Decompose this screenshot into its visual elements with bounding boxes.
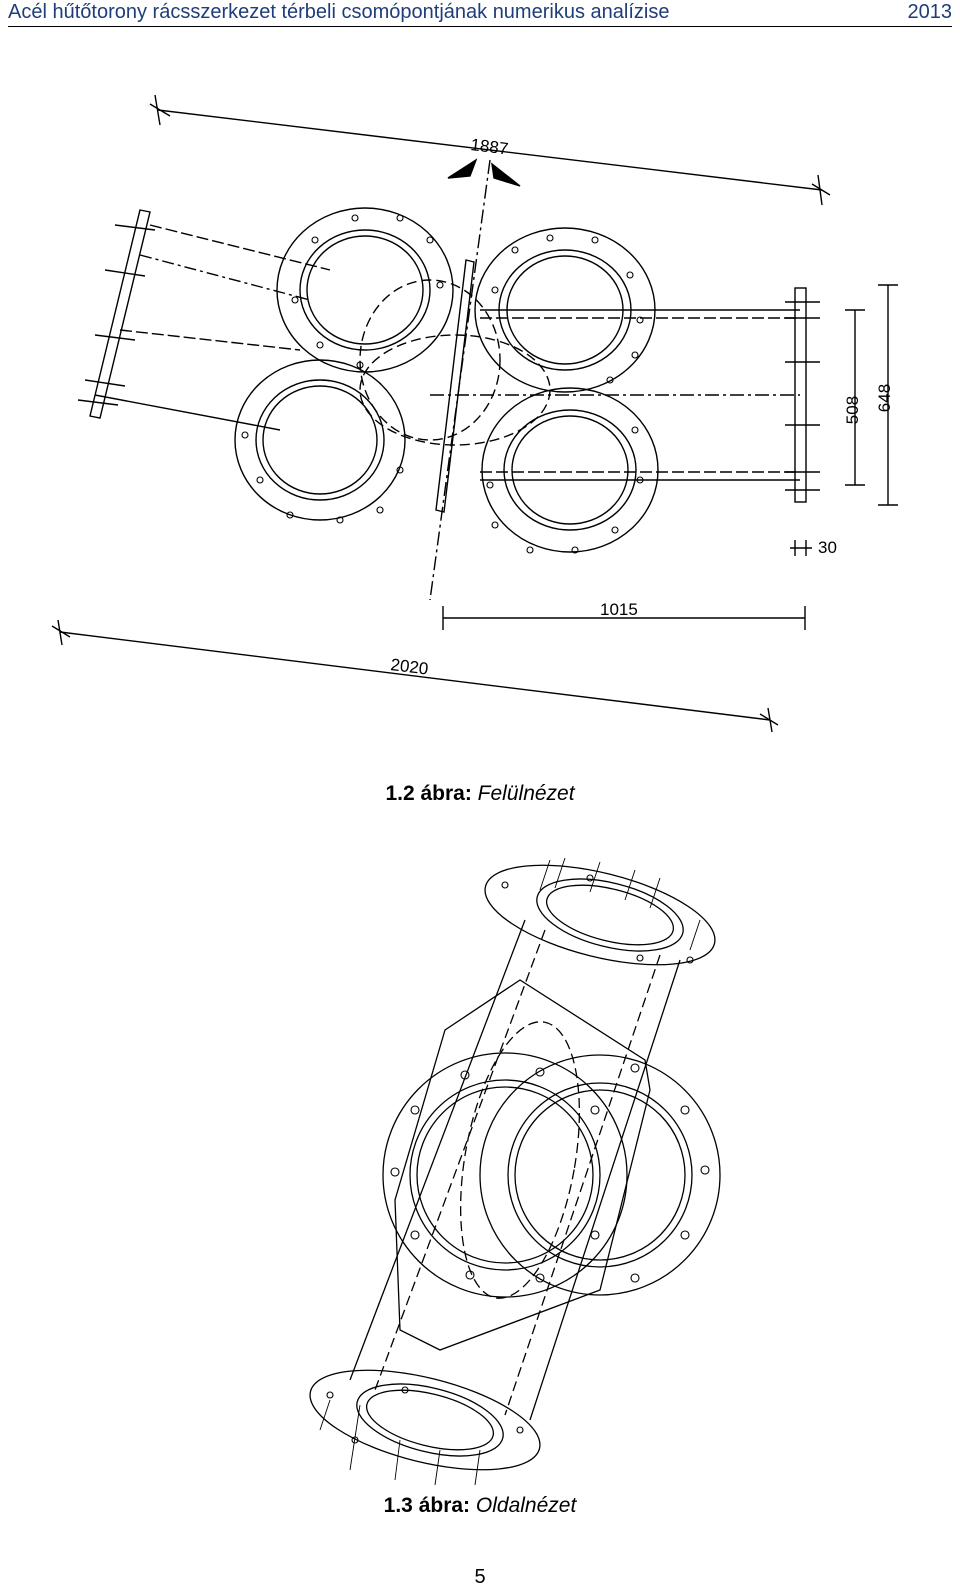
side-hatching bbox=[319, 857, 701, 1486]
dimension-1015: 1015 bbox=[442, 600, 806, 630]
header-year: 2013 bbox=[907, 1, 953, 23]
dim-648-label: 648 bbox=[875, 384, 894, 412]
side-view-drawing bbox=[0, 850, 960, 1490]
flange-bottom-right bbox=[481, 387, 659, 553]
dim-1015-label: 1015 bbox=[600, 600, 638, 619]
section-arrows bbox=[429, 158, 521, 601]
flange-top-left bbox=[276, 207, 454, 373]
flange-bottom-left bbox=[234, 359, 406, 521]
dimension-648: 648 bbox=[875, 284, 898, 506]
dim-1887-label: 1887 bbox=[470, 135, 510, 158]
inner-profile bbox=[459, 1021, 581, 1299]
top-view-drawing: 1887 bbox=[0, 60, 960, 760]
dimension-30: 30 bbox=[790, 538, 837, 557]
dim-30-label: 30 bbox=[818, 538, 837, 557]
figure-1-2-caption: 1.2 ábra: Felülnézet bbox=[0, 782, 960, 806]
figure-1-2-title: Felülnézet bbox=[477, 782, 575, 805]
flange-top-right bbox=[474, 227, 656, 393]
left-plate bbox=[77, 209, 156, 419]
bolts bbox=[241, 214, 644, 554]
page-header: Acél hűtőtorony rácsszerkezet térbeli cs… bbox=[8, 0, 952, 27]
flange-center-left bbox=[382, 1052, 628, 1298]
flange-top bbox=[484, 864, 716, 966]
central-body bbox=[359, 279, 551, 446]
central-gusset bbox=[394, 979, 651, 1351]
page-number: 5 bbox=[474, 1566, 486, 1588]
dimension-2020: 2020 bbox=[51, 619, 779, 733]
figure-1-3-number: 1.3 ábra: bbox=[383, 1494, 471, 1517]
header-title: Acél hűtőtorony rácsszerkezet térbeli cs… bbox=[8, 1, 670, 23]
dimension-508: 508 bbox=[843, 309, 865, 486]
figure-1-2-number: 1.2 ábra: bbox=[385, 782, 472, 805]
dim-2020-label: 2020 bbox=[390, 655, 430, 678]
flange-bottom bbox=[309, 1369, 541, 1471]
side-bolts bbox=[326, 874, 710, 1444]
figure-1-3-title: Oldalnézet bbox=[475, 1494, 577, 1517]
dim-508-label: 508 bbox=[843, 396, 862, 424]
dimension-1887: 1887 bbox=[149, 94, 831, 206]
right-plate bbox=[785, 287, 820, 503]
center-plate bbox=[435, 259, 475, 513]
flange-center-right bbox=[479, 1054, 721, 1296]
tube-lines bbox=[94, 224, 800, 481]
figure-1-3-caption: 1.3 ábra: Oldalnézet bbox=[0, 1494, 960, 1518]
